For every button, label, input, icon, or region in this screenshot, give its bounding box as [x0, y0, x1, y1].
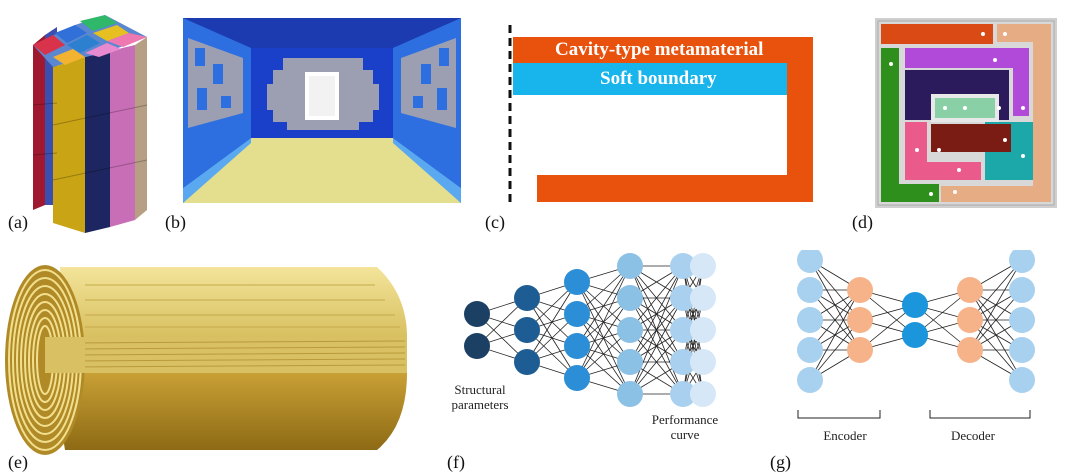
network-f-connection — [629, 265, 684, 395]
panel-c-cavity-diagram: Cavity-type metamaterial Soft boundary — [505, 25, 815, 205]
network-g-connection — [969, 259, 1023, 351]
network-g-node — [902, 292, 928, 318]
network-f-node — [670, 285, 696, 311]
network-f-node — [464, 333, 490, 359]
panel-b-cavity-interior — [183, 18, 461, 203]
panel-e-concentric-cylinder — [5, 255, 410, 455]
bracket — [929, 410, 1031, 419]
label-f: (f) — [447, 452, 465, 472]
network-g-node — [797, 307, 823, 333]
network-f-node — [670, 381, 696, 407]
network-g-node — [797, 250, 823, 273]
performance-curve-label: Performance curve — [651, 412, 719, 442]
network-g-node — [1009, 307, 1035, 333]
network-f-node — [690, 349, 716, 375]
network-f-node — [564, 333, 590, 359]
network-g-connection — [809, 289, 861, 381]
label-e: (e) — [8, 452, 28, 472]
network-f-connection — [526, 281, 578, 363]
panel-g-autoencoder: Encoder Decoder — [790, 250, 1050, 450]
network-f-node — [617, 285, 643, 311]
network-f-node — [690, 285, 716, 311]
network-f-node — [670, 317, 696, 343]
network-g-connection — [969, 289, 1023, 351]
network-g-node — [957, 337, 983, 363]
network-g-node — [797, 277, 823, 303]
network-f-node — [617, 381, 643, 407]
network-f-node — [564, 269, 590, 295]
network-g-node — [847, 307, 873, 333]
network-f-node — [564, 301, 590, 327]
network-f-connection — [682, 265, 704, 363]
panel-f-neural-network: Structural parameters Performance curve — [445, 250, 745, 450]
network-g-node — [847, 277, 873, 303]
network-f-connection — [629, 329, 684, 395]
network-f-node — [690, 317, 716, 343]
network-f-node — [690, 253, 716, 279]
decoder-label: Decoder — [950, 428, 996, 443]
network-f-node — [514, 317, 540, 343]
network-f-node — [514, 285, 540, 311]
network-g-node — [957, 307, 983, 333]
cavity-metamaterial-label: Cavity-type metamaterial — [555, 39, 764, 60]
soft-boundary-label: Soft boundary — [600, 68, 717, 89]
label-g: (g) — [770, 452, 791, 472]
network-f-connection — [576, 265, 631, 347]
network-g-connection — [969, 259, 1023, 321]
network-g-node — [1009, 337, 1035, 363]
panel-a-block-stack — [25, 5, 165, 235]
network-g-node — [1009, 250, 1035, 273]
network-f-node — [464, 301, 490, 327]
network-g-node — [1009, 367, 1035, 393]
network-f-node — [514, 349, 540, 375]
network-f-connection — [629, 297, 684, 395]
network-g-node — [797, 367, 823, 393]
network-f-node — [670, 349, 696, 375]
network-g-node — [957, 277, 983, 303]
label-c: (c) — [485, 212, 505, 232]
label-d: (d) — [852, 212, 873, 232]
network-f-connection — [576, 265, 631, 379]
network-f-node — [617, 253, 643, 279]
network-f-connection — [629, 265, 684, 363]
network-f-node — [564, 365, 590, 391]
network-g-node — [847, 337, 873, 363]
bracket — [797, 410, 881, 419]
network-f-node — [690, 381, 716, 407]
network-f-connection — [629, 265, 684, 331]
network-g-connection — [809, 289, 861, 351]
network-g-node — [1009, 277, 1035, 303]
encoder-label: Encoder — [823, 428, 867, 443]
network-g-connection — [809, 319, 861, 381]
network-f-node — [670, 253, 696, 279]
structural-parameters-label: Structural parameters — [451, 382, 509, 412]
panel-d-nested-blocks — [875, 18, 1057, 208]
network-f-node — [617, 349, 643, 375]
network-f-connection — [576, 297, 631, 379]
label-b: (b) — [165, 212, 186, 232]
network-g-node — [902, 322, 928, 348]
network-f-connection — [682, 297, 704, 395]
network-g-node — [797, 337, 823, 363]
network-f-node — [617, 317, 643, 343]
label-a: (a) — [8, 212, 28, 232]
